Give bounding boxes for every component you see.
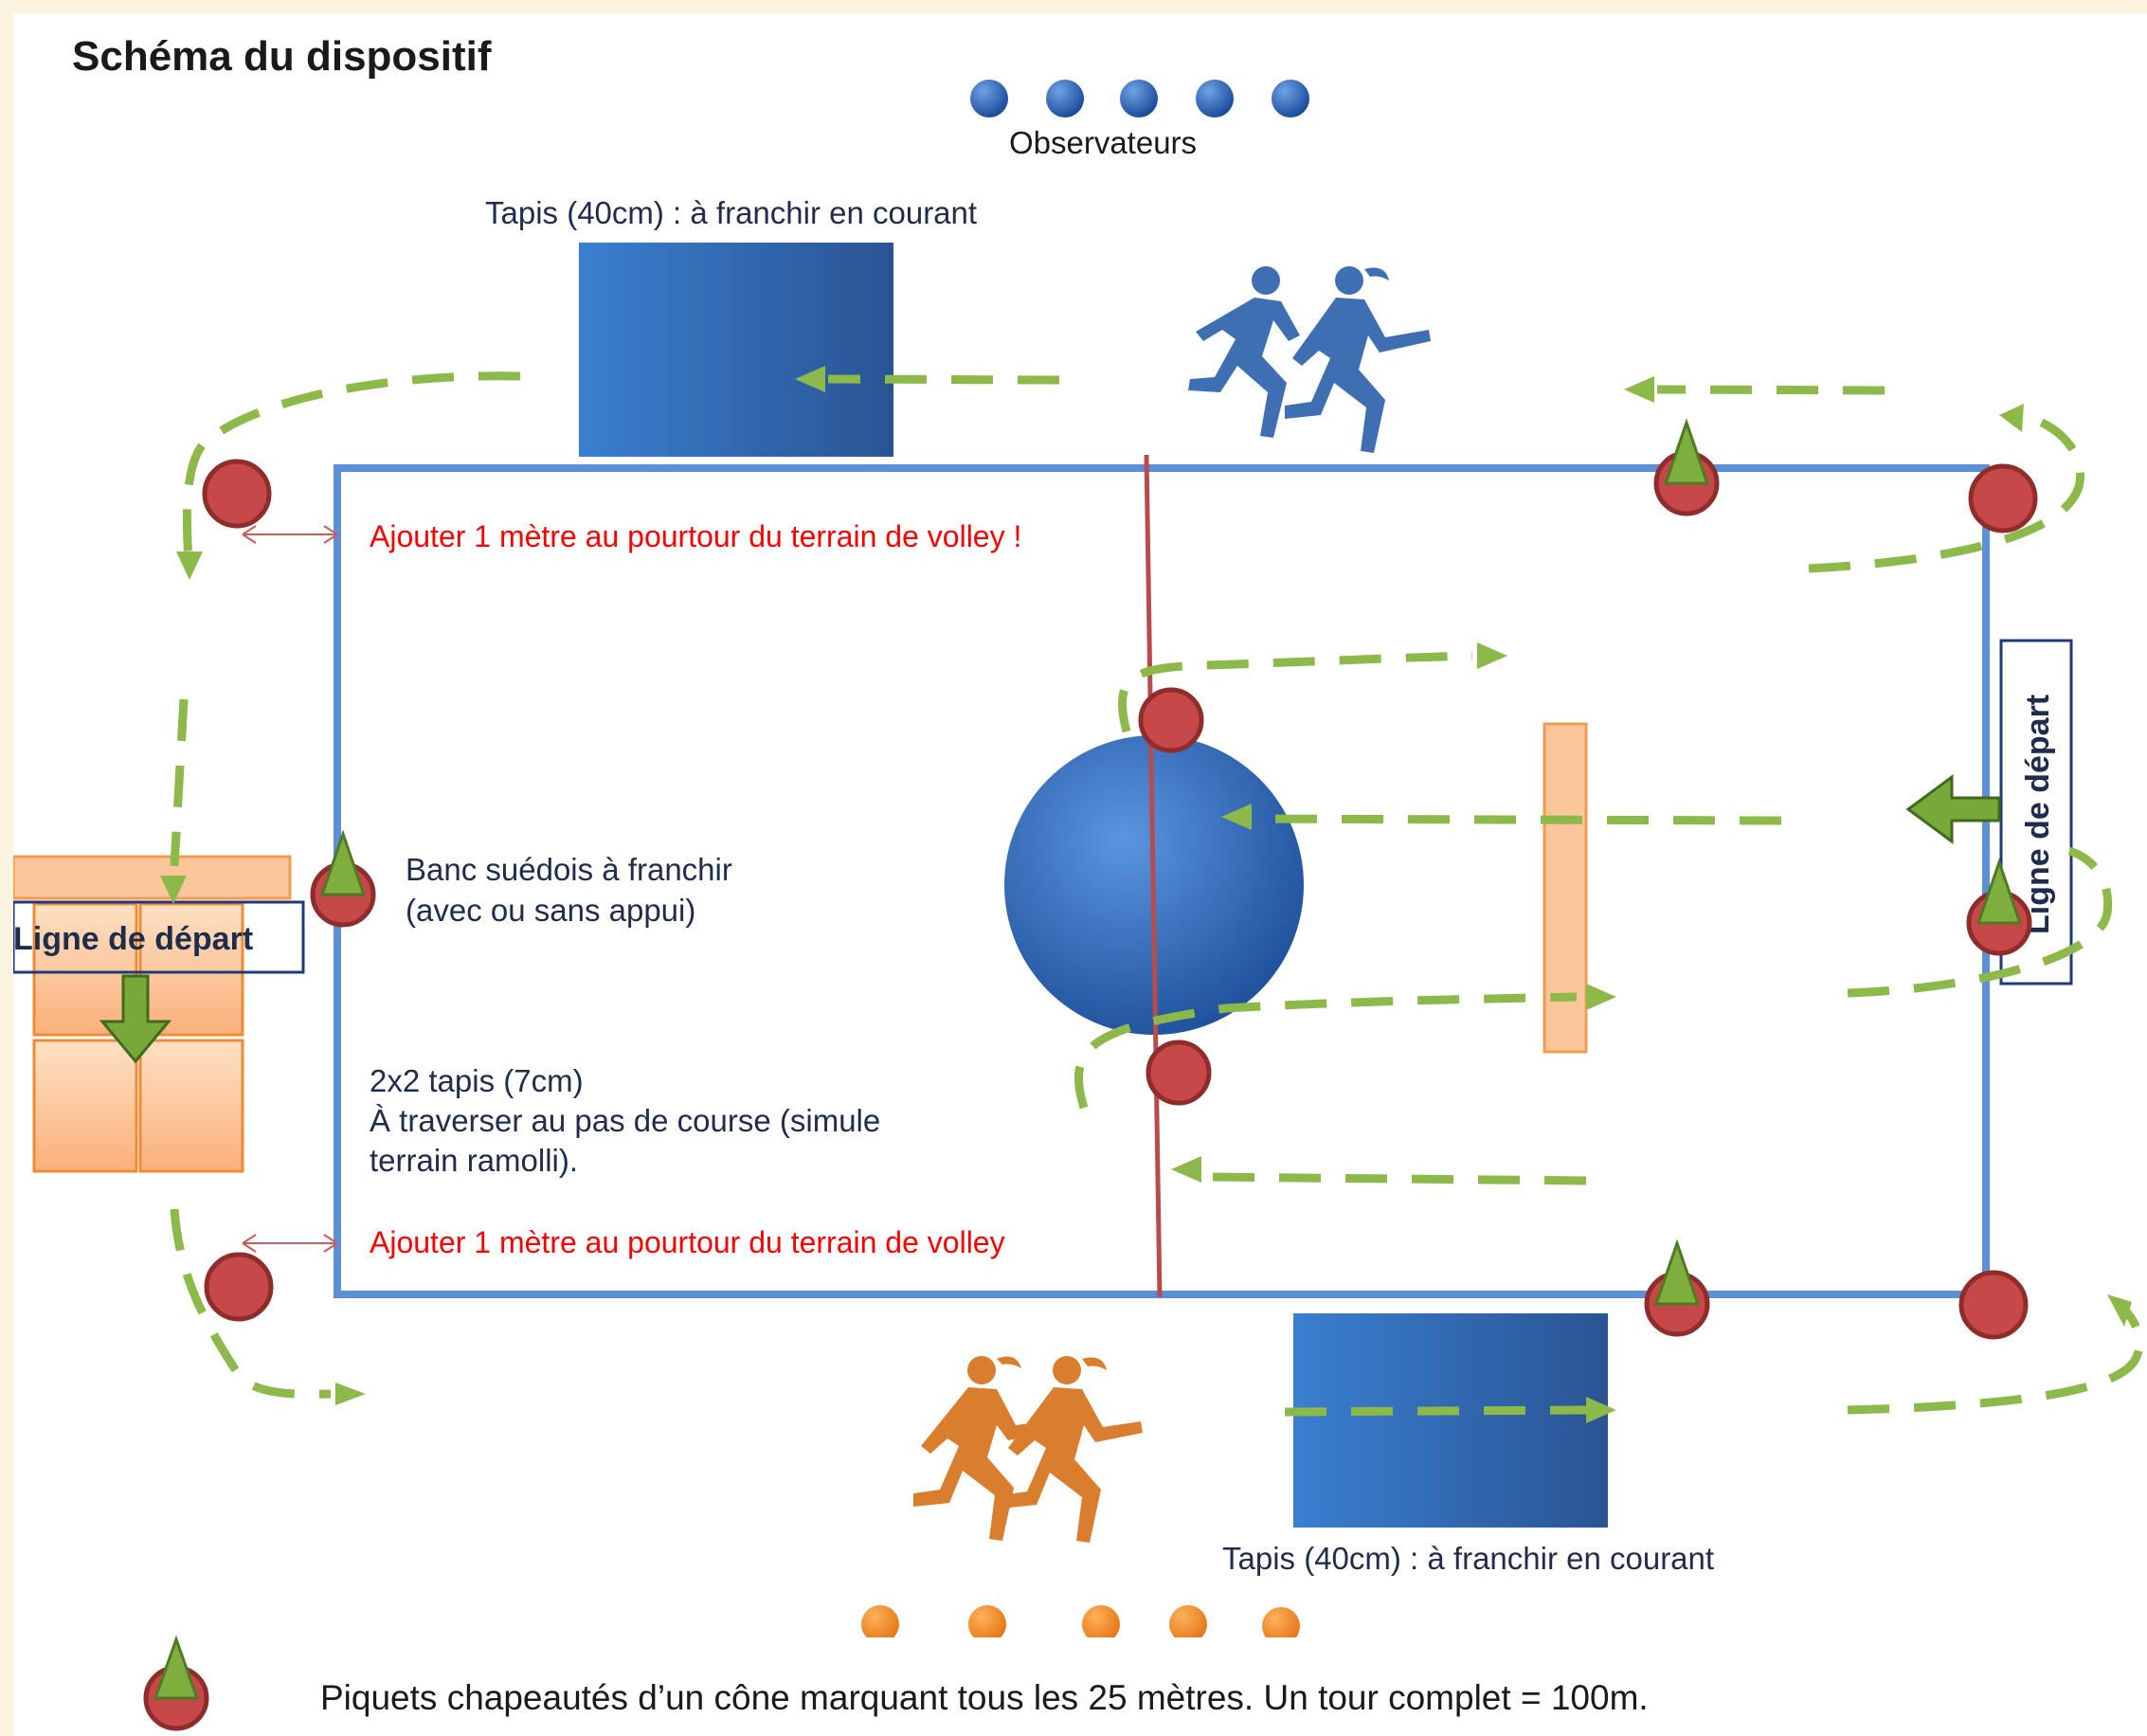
bench-label-line1: Banc suédois à franchir — [406, 852, 732, 887]
diagram-page: Schéma du dispositif Observateurs Tapis … — [13, 13, 2147, 1736]
observers-blue — [970, 80, 1309, 118]
bench-label-line2: (avec ou sans appui) — [406, 893, 695, 928]
diagram-title: Schéma du dispositif — [72, 33, 492, 80]
pole-icon — [1968, 463, 2038, 533]
volleyball-net — [1144, 454, 1163, 1298]
runners-orange-icon — [913, 1356, 1143, 1543]
observer-icon — [1262, 1607, 1300, 1637]
swedish-bench-left — [13, 855, 292, 900]
cone-marker — [1644, 1239, 1710, 1337]
observer-icon — [861, 1605, 899, 1637]
margin-arrow-bottom — [242, 1234, 338, 1253]
observer-icon — [1169, 1605, 1207, 1637]
cone-icon — [1976, 858, 2023, 925]
pole-icon — [204, 1252, 274, 1322]
cone-icon — [319, 829, 367, 896]
observers-orange — [861, 1605, 1300, 1637]
swedish-bench — [1543, 722, 1588, 1054]
observer-icon — [1196, 80, 1234, 118]
diagram-canvas: Schéma du dispositif Observateurs Tapis … — [13, 33, 2144, 1731]
cone-marker — [1653, 418, 1720, 516]
soft-mats-2x2 — [32, 902, 244, 1173]
soft-mat-tile — [138, 902, 244, 1037]
start-down-arrow-icon — [99, 974, 172, 1064]
mat-bottom-label: Tapis (40cm) : à franchir en courant — [1222, 1541, 1714, 1576]
cone-icon — [153, 1635, 200, 1700]
soft-mat-tile — [138, 1039, 244, 1173]
soft-mat-tile — [32, 1039, 138, 1173]
mats-label-line2: À traverser au pas de course (simule — [370, 1103, 880, 1138]
observers-label: Observateurs — [1009, 125, 1197, 160]
margin-arrow-top — [242, 525, 338, 544]
cone-icon — [1663, 418, 1710, 485]
soft-mat-tile — [32, 902, 138, 1037]
pole-icon — [202, 459, 272, 529]
warning-note-top: Ajouter 1 mètre au pourtour du terrain d… — [370, 519, 1021, 553]
mat-top-label: Tapis (40cm) : à franchir en courant — [485, 195, 977, 230]
observer-icon — [970, 80, 1008, 118]
observer-icon — [1272, 80, 1309, 118]
observer-icon — [1120, 80, 1158, 118]
start-left-arrow-icon — [1905, 774, 2001, 844]
cone-marker — [310, 829, 376, 928]
cone-icon — [1653, 1239, 1701, 1306]
mats-label-line3: terrain ramolli). — [370, 1143, 578, 1178]
pole-icon — [1958, 1270, 2029, 1340]
mat-bottom — [1293, 1313, 1608, 1528]
legend-text: Piquets chapeautés d’un cône marquant to… — [320, 1678, 1649, 1717]
observer-icon — [1046, 80, 1084, 118]
start-line-left-label: Ligne de départ — [13, 921, 253, 957]
legend-cone-marker — [143, 1635, 209, 1731]
mat-top — [579, 243, 893, 457]
start-line-left-box — [13, 900, 305, 974]
runners-blue-icon — [1188, 266, 1431, 453]
pole-icon — [1138, 687, 1204, 753]
mats-label-line1: 2x2 tapis (7cm) — [370, 1063, 584, 1098]
warning-note-bottom: Ajouter 1 mètre au pourtour du terrain d… — [370, 1225, 1005, 1259]
start-line-right-label: Ligne de départ — [2020, 695, 2056, 934]
observer-icon — [968, 1605, 1006, 1637]
cone-marker — [1966, 858, 2032, 956]
poles — [202, 459, 2038, 1340]
observer-icon — [1082, 1605, 1120, 1637]
running-path — [160, 366, 2144, 1423]
pole-icon — [1146, 1040, 1212, 1106]
